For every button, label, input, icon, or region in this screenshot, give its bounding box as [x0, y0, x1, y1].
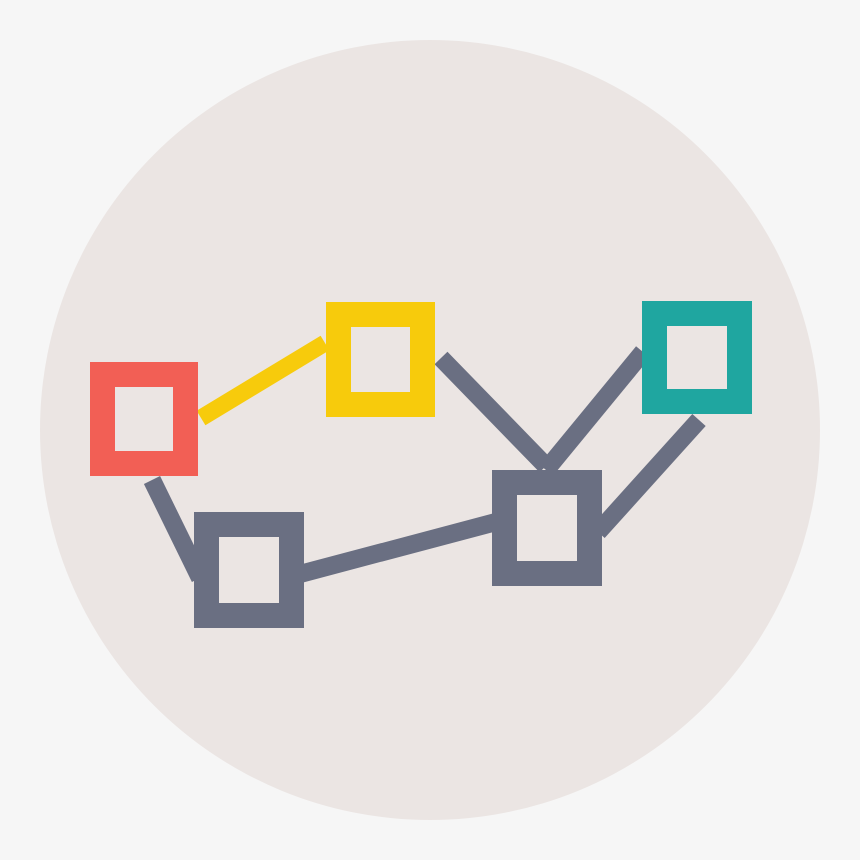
node-hole-gray-center	[517, 495, 577, 561]
link-gray-center-to-teal-lower	[591, 413, 706, 539]
node-gray-left	[194, 512, 304, 628]
link-gray-left-to-gray-center	[297, 513, 499, 583]
link-gray-center-to-teal	[539, 346, 650, 476]
node-red	[90, 362, 198, 476]
nodes-layer	[90, 301, 752, 628]
link-red-to-gray-left	[143, 476, 209, 582]
node-teal	[642, 301, 752, 414]
link-yellow-to-gray-center	[434, 351, 553, 473]
links-layer	[143, 335, 706, 583]
link-red-to-yellow	[196, 335, 330, 426]
node-hole-gray-left	[219, 537, 279, 603]
node-hole-red	[115, 387, 173, 451]
node-hole-yellow	[351, 327, 410, 392]
node-yellow	[326, 302, 435, 417]
node-hole-teal	[667, 326, 727, 389]
node-gray-center	[492, 470, 602, 586]
